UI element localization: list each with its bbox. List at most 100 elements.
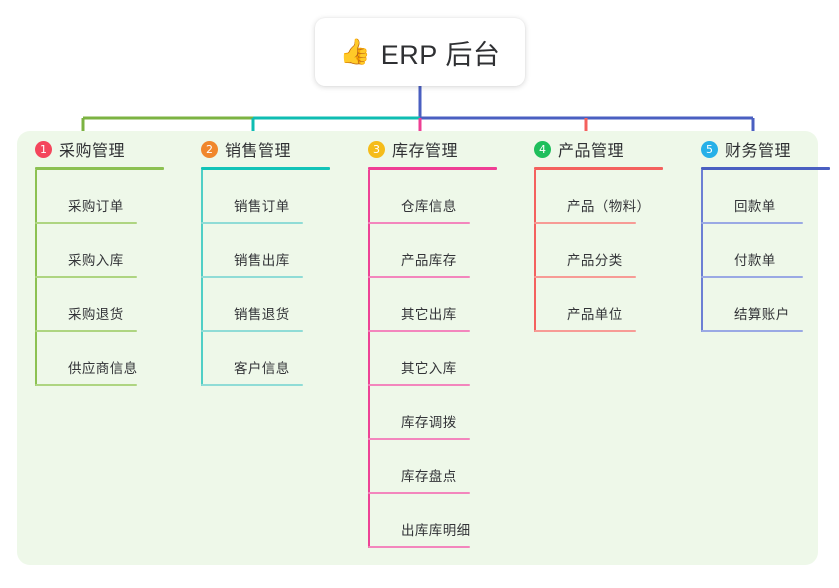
menu-item-rule	[201, 384, 303, 386]
menu-item-label: 客户信息	[234, 361, 290, 376]
menu-item[interactable]: 库存调拨	[368, 386, 510, 440]
menu-item[interactable]: 其它出库	[368, 278, 510, 332]
menu-item[interactable]: 采购入库	[35, 224, 177, 278]
menu-item-label: 其它入库	[401, 361, 457, 376]
menu-item-rule	[368, 276, 470, 278]
column-header-rule	[368, 167, 497, 170]
menu-item-label: 销售出库	[234, 253, 290, 268]
column-spine	[368, 170, 370, 548]
column-header-4[interactable]: 4 产品管理	[516, 131, 676, 167]
menu-item-rule	[368, 222, 470, 224]
column-items: 产品（物料） 产品分类产品单位	[534, 170, 676, 332]
menu-item-label: 产品单位	[567, 307, 623, 322]
menu-item-label: 销售订单	[234, 199, 290, 214]
menu-item-label: 其它出库	[401, 307, 457, 322]
menu-item-rule	[201, 276, 303, 278]
column-spine	[701, 170, 703, 332]
menu-item-label: 结算账户	[734, 307, 790, 322]
menu-item[interactable]: 供应商信息	[35, 332, 177, 386]
menu-item-rule	[368, 438, 470, 440]
root-node[interactable]: 👍 ERP 后台	[315, 18, 525, 86]
menu-item[interactable]: 其它入库	[368, 332, 510, 386]
menu-item-rule	[368, 384, 470, 386]
column-items: 仓库信息产品库存其它出库其它入库库存调拨库存盘点出库库明细	[368, 170, 510, 548]
column-header-rule	[35, 167, 164, 170]
column-spine	[534, 170, 536, 332]
menu-item[interactable]: 回款单	[701, 170, 839, 224]
column-header-3[interactable]: 3 库存管理	[350, 131, 510, 167]
column-title: 库存管理	[392, 143, 459, 160]
column-number-badge: 5	[701, 140, 718, 158]
menu-item[interactable]: 采购订单	[35, 170, 177, 224]
menu-item-rule	[35, 276, 137, 278]
menu-item[interactable]: 采购退货	[35, 278, 177, 332]
menu-item-label: 产品分类	[567, 253, 623, 268]
menu-item-label: 采购入库	[68, 253, 124, 268]
column-items: 回款单付款单结算账户	[701, 170, 839, 332]
column-header-rule	[201, 167, 330, 170]
column-title: 销售管理	[225, 143, 292, 160]
menu-item-label: 供应商信息	[68, 361, 138, 376]
menu-item[interactable]: 销售订单	[201, 170, 343, 224]
menu-item[interactable]: 销售出库	[201, 224, 343, 278]
column-header-rule	[534, 167, 663, 170]
column-3: 3 库存管理仓库信息产品库存其它出库其它入库库存调拨库存盘点出库库明细	[350, 131, 510, 548]
menu-item-label: 产品（物料）	[567, 199, 651, 214]
menu-item-rule	[534, 330, 636, 332]
column-2: 2 销售管理销售订单销售出库销售退货客户信息	[183, 131, 343, 386]
column-header-5[interactable]: 5 财务管理	[683, 131, 839, 167]
menu-item[interactable]: 出库库明细	[368, 494, 510, 548]
column-items: 销售订单销售出库销售退货客户信息	[201, 170, 343, 386]
menu-item[interactable]: 仓库信息	[368, 170, 510, 224]
menu-item-label: 库存调拨	[401, 415, 457, 430]
menu-item[interactable]: 产品（物料）	[534, 170, 676, 224]
menu-item-label: 回款单	[734, 199, 776, 214]
menu-item-rule	[368, 330, 470, 332]
menu-item[interactable]: 产品单位	[534, 278, 676, 332]
menu-item-rule	[701, 330, 803, 332]
menu-item[interactable]: 付款单	[701, 224, 839, 278]
column-title: 采购管理	[59, 143, 126, 160]
menu-item[interactable]: 产品分类	[534, 224, 676, 278]
menu-item-rule	[701, 222, 803, 224]
column-items: 采购订单采购入库采购退货供应商信息	[35, 170, 177, 386]
menu-item-label: 产品库存	[401, 253, 457, 268]
column-title: 财务管理	[725, 143, 792, 160]
menu-item-rule	[201, 330, 303, 332]
menu-item-rule	[368, 546, 470, 548]
menu-item[interactable]: 库存盘点	[368, 440, 510, 494]
column-title: 产品管理	[558, 143, 625, 160]
column-spine	[35, 170, 37, 386]
menu-item-rule	[35, 384, 137, 386]
menu-item[interactable]: 结算账户	[701, 278, 839, 332]
thumbs-up-icon: 👍	[339, 37, 371, 66]
root-title: ERP 后台	[380, 39, 501, 70]
menu-item-rule	[534, 276, 636, 278]
menu-item[interactable]: 客户信息	[201, 332, 343, 386]
column-spine	[201, 170, 203, 386]
menu-item-label: 付款单	[734, 253, 776, 268]
menu-item-rule	[368, 492, 470, 494]
column-number-badge: 3	[368, 140, 385, 158]
menu-item-rule	[534, 222, 636, 224]
menu-item-label: 销售退货	[234, 307, 290, 322]
column-header-rule	[701, 167, 830, 170]
menu-item-rule	[35, 330, 137, 332]
menu-item[interactable]: 产品库存	[368, 224, 510, 278]
menu-item-label: 采购退货	[68, 307, 124, 322]
menu-item-label: 仓库信息	[401, 199, 457, 214]
column-4: 4 产品管理产品（物料） 产品分类产品单位	[516, 131, 676, 332]
column-header-2[interactable]: 2 销售管理	[183, 131, 343, 167]
menu-item-rule	[701, 276, 803, 278]
menu-item-rule	[35, 222, 137, 224]
column-number-badge: 4	[534, 140, 551, 158]
menu-item-label: 出库库明细	[401, 523, 471, 538]
menu-item-label: 采购订单	[68, 199, 124, 214]
column-number-badge: 2	[201, 140, 218, 158]
menu-item[interactable]: 销售退货	[201, 278, 343, 332]
menu-item-label: 库存盘点	[401, 469, 457, 484]
